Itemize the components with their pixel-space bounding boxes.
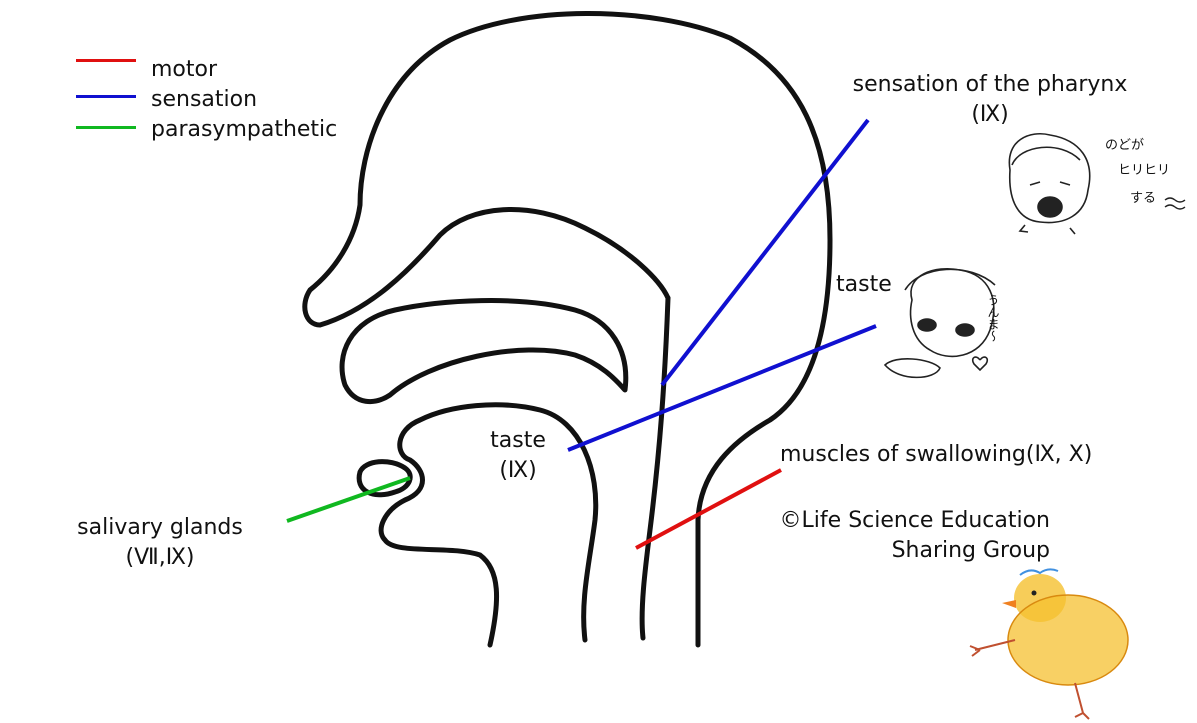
sore-throat-face-doodle — [1008, 133, 1091, 235]
salivary-title: salivary glands — [77, 515, 243, 540]
doodle-yummy-text: うんま〜 — [986, 294, 1000, 342]
legend-sensation-swatch — [76, 95, 136, 98]
taste-tongue-label: taste (Ⅸ) — [478, 426, 558, 486]
taste-nerve-line — [567, 324, 877, 452]
happy-eating-face-doodle — [883, 268, 996, 379]
skull-outline — [302, 11, 833, 648]
copyright-line1: ©Life Science Education — [779, 508, 1050, 533]
legend-motor-label: motor — [151, 57, 218, 82]
copyright-label: ©Life Science Education Sharing Group — [740, 506, 1050, 566]
doodle-throat-text-3: する — [1130, 191, 1157, 206]
taste-tongue-nerve: (Ⅸ) — [499, 458, 537, 483]
legend-parasympathetic-label: parasympathetic — [151, 117, 338, 142]
pharynx-wall — [639, 295, 671, 641]
copyright-line2: Sharing Group — [891, 538, 1050, 563]
pharynx-sensation-nerve: (Ⅸ) — [971, 102, 1009, 127]
pharynx-sensation-title: sensation of the pharynx — [852, 72, 1128, 97]
swallowing-motor-line — [635, 468, 782, 550]
doodle-throat-text-2: ヒリヒリ — [1118, 163, 1171, 178]
salivary-nerves: (Ⅶ,Ⅸ) — [125, 545, 195, 570]
palate-tongue — [339, 298, 629, 405]
doodle-throat-text-1: のどが — [1105, 138, 1145, 153]
lip — [356, 459, 413, 498]
pharynx-sensation-label: sensation of the pharynx (Ⅸ) — [830, 70, 1150, 130]
taste-tongue-title: taste — [490, 428, 546, 453]
salivary-parasympathetic-line — [286, 476, 411, 523]
chick-doodle — [969, 568, 1129, 720]
pharynx-sensation-line — [660, 118, 870, 387]
taste-upper-label: taste — [836, 272, 892, 297]
legend-sensation-label: sensation — [151, 87, 258, 112]
salivary-label: salivary glands (Ⅶ,Ⅸ) — [60, 513, 260, 573]
swallowing-label: muscles of swallowing(Ⅸ, Ⅹ) — [780, 442, 1093, 467]
legend-motor-swatch — [76, 59, 136, 62]
sparkle-doodle — [1164, 197, 1186, 210]
lower-jaw — [378, 402, 599, 648]
legend-parasympathetic-swatch — [76, 126, 136, 129]
